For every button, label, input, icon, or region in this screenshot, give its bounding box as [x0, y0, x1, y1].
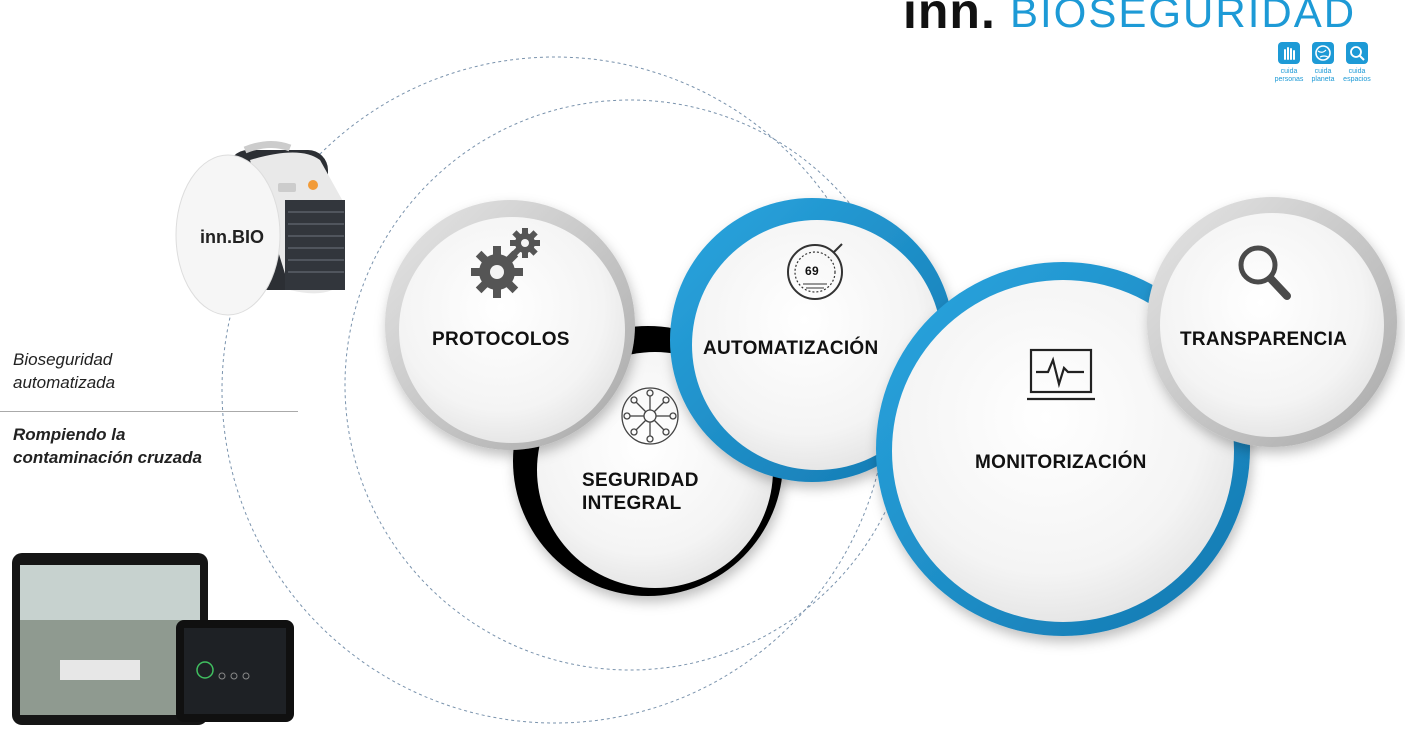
monitor-icon	[1027, 348, 1095, 401]
magnifier-icon	[1238, 245, 1291, 300]
gauge-icon	[787, 243, 843, 300]
tagline-divider	[0, 411, 298, 412]
circle-protocolos	[385, 200, 635, 450]
gauge-value: 69	[805, 264, 819, 278]
magnifier-icon	[1346, 42, 1368, 64]
tablet-devices-image	[12, 553, 294, 725]
label-protocolos: PROTOCOLOS	[432, 329, 570, 350]
label-automatizacion: AUTOMATIZACIÓN	[703, 338, 879, 359]
brand-name: BIOSEGURIDAD	[1010, 0, 1357, 36]
purifier-device-image: inn.BIO	[175, 141, 345, 316]
hand-icon	[1278, 42, 1300, 64]
circle-transparencia	[1147, 197, 1397, 447]
label-monitorizacion: MONITORIZACIÓN	[975, 452, 1147, 473]
network-icon	[621, 387, 679, 445]
globe-icon	[1312, 42, 1334, 64]
brand-prefix: inn.	[903, 0, 996, 39]
label-transparencia: TRANSPARENCIA	[1180, 329, 1348, 350]
device-logo: inn.BIO	[200, 227, 264, 247]
